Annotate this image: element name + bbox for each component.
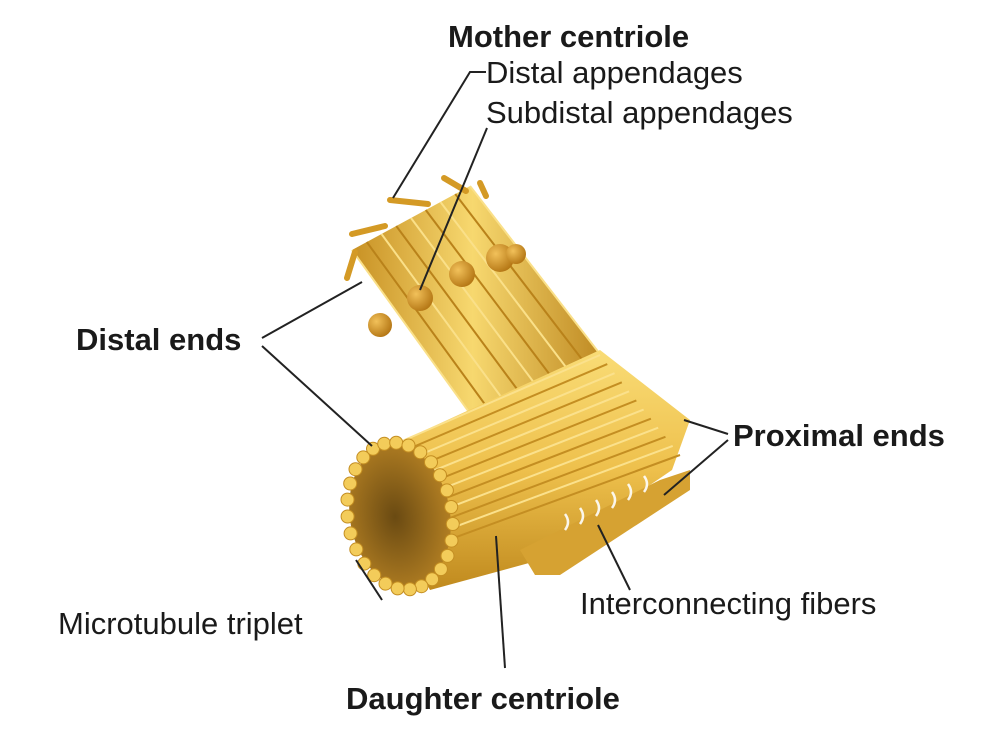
microtubule-end	[444, 500, 459, 514]
label-proximal-ends: Proximal ends	[733, 418, 945, 453]
microtubule-end	[444, 533, 459, 548]
microtubule-end	[356, 450, 371, 465]
microtubule-end	[377, 436, 392, 451]
microtubule-end	[343, 526, 358, 541]
microtubule-end	[389, 435, 404, 450]
microtubule-end	[439, 483, 454, 498]
mother-tubule-stripe	[469, 185, 621, 381]
microtubule-end	[367, 568, 382, 583]
label-microtubule-triplet: Microtubule triplet	[58, 606, 303, 641]
microtubule-end	[378, 576, 393, 591]
label-mother-centriole: Mother centriole	[448, 19, 690, 54]
microtubule-end	[424, 455, 438, 470]
microtubule-end	[433, 468, 447, 483]
microtubule-end	[340, 492, 355, 507]
daughter-tubule-stripe	[369, 354, 601, 456]
microtubule-end	[348, 462, 363, 477]
interconnecting-fibers	[563, 475, 649, 531]
microtubule-end	[390, 581, 405, 596]
leader-lines	[261, 71, 729, 669]
microtubule-end	[357, 556, 372, 571]
label-distal-appendages: Distal appendages	[486, 55, 743, 90]
microtubule-end	[349, 542, 364, 557]
microtubule-end	[445, 517, 460, 531]
microtubule-end	[343, 476, 358, 491]
microtubule-end	[425, 572, 440, 587]
label-daughter-centriole: Daughter centriole	[346, 681, 620, 716]
subdistal-appendages	[368, 244, 526, 337]
mother-tubule-stripe	[439, 201, 591, 400]
microtubule-end	[433, 562, 448, 577]
microtubule-end	[440, 548, 455, 563]
microtubule-end	[402, 582, 417, 597]
microtubule-end	[413, 445, 428, 460]
label-distal-ends: Distal ends	[76, 322, 242, 357]
daughter-open-end	[340, 435, 460, 597]
mother-tubule-stripe	[454, 193, 606, 390]
microtubule-end	[414, 579, 429, 594]
microtubule-end	[340, 509, 355, 524]
label-interconnecting-fibers: Interconnecting fibers	[580, 586, 877, 621]
label-subdistal-appendages: Subdistal appendages	[486, 95, 793, 130]
microtubule-end	[401, 438, 416, 453]
